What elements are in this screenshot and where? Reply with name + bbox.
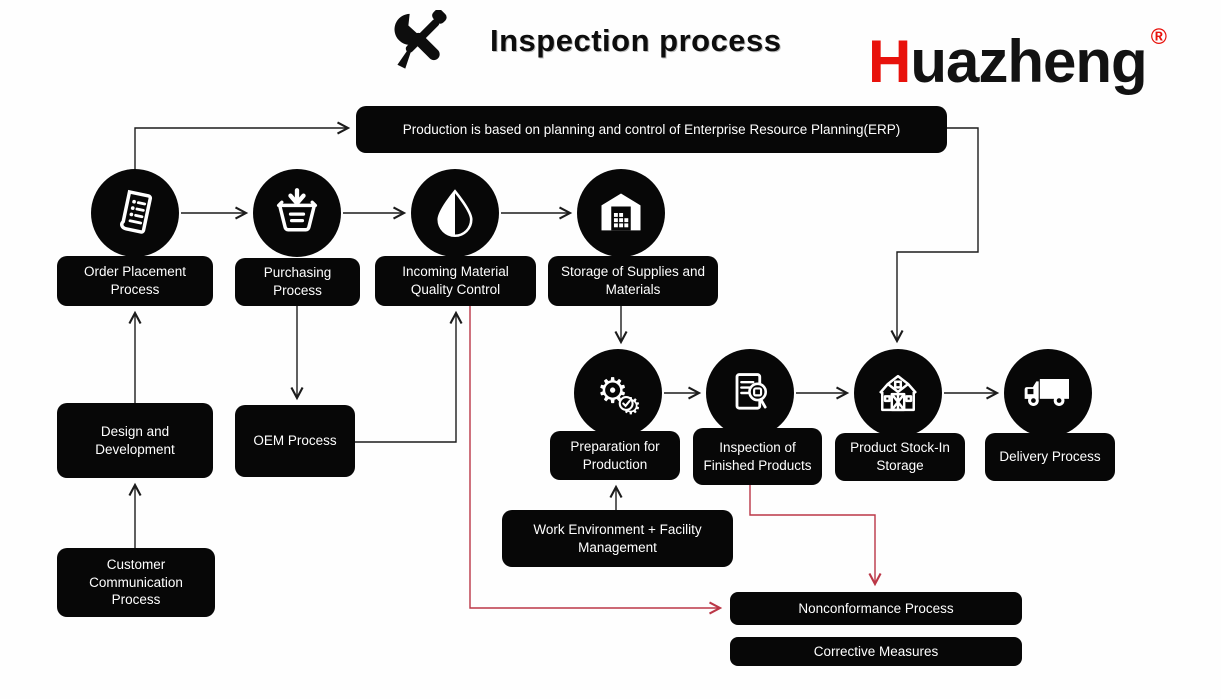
inspection-circle <box>706 349 794 437</box>
water-drop-icon <box>437 189 473 238</box>
barn-icon <box>879 374 917 412</box>
corrective-measures-box: Corrective Measures <box>730 637 1022 666</box>
oem-process-box: OEM Process <box>235 405 355 477</box>
logo-text: uazheng <box>910 28 1147 95</box>
page-title: Inspection process <box>490 23 782 58</box>
basket-download-icon <box>276 188 318 232</box>
crossed-tools-icon <box>394 10 447 69</box>
purchasing-box: Purchasing Process <box>235 258 360 306</box>
arrow-erp-to-stock <box>890 127 979 344</box>
document-magnifier-icon <box>735 373 768 410</box>
delivery-box: Delivery Process <box>985 433 1115 481</box>
arrow-order-to-erp <box>134 121 351 170</box>
incoming-material-circle <box>411 169 499 257</box>
arrow-inspection-to-nonconformance <box>749 482 882 587</box>
truck-icon <box>1024 379 1069 406</box>
logo-letter-h: H <box>868 28 911 95</box>
arrow-incoming-to-nonconformance <box>469 306 723 615</box>
order-placement-box: Order Placement Process <box>57 256 213 306</box>
erp-banner: Production is based on planning and cont… <box>356 106 947 153</box>
warehouse-icon <box>601 193 641 231</box>
storage-box: Storage of Supplies and Materials <box>548 256 718 306</box>
storage-circle <box>577 169 665 257</box>
inspection-box: Inspection of Finished Products <box>693 428 822 485</box>
work-environment-box: Work Environment + Facility Management <box>502 510 733 567</box>
registered-trademark-icon: ® <box>1150 24 1167 49</box>
order-document-icon <box>120 189 153 234</box>
nonconformance-box: Nonconformance Process <box>730 592 1022 625</box>
huazheng-logo: Huazheng® <box>868 24 1167 96</box>
preparation-circle: ⚙ ⚙ <box>574 349 662 437</box>
incoming-material-box: Incoming Material Quality Control <box>375 256 536 306</box>
delivery-circle <box>1004 349 1092 437</box>
purchasing-circle <box>253 169 341 257</box>
arrow-oem-to-incoming <box>355 310 463 443</box>
gears-check-icon: ⚙ ⚙ <box>597 371 641 420</box>
order-placement-circle <box>91 169 179 257</box>
preparation-box: Preparation for Production <box>550 431 680 480</box>
product-stock-box: Product Stock-In Storage <box>835 433 965 481</box>
product-stock-circle <box>854 349 942 437</box>
customer-communication-box: Customer Communication Process <box>57 548 215 617</box>
page-header: Inspection process <box>388 10 782 72</box>
design-development-box: Design and Development <box>57 403 213 478</box>
